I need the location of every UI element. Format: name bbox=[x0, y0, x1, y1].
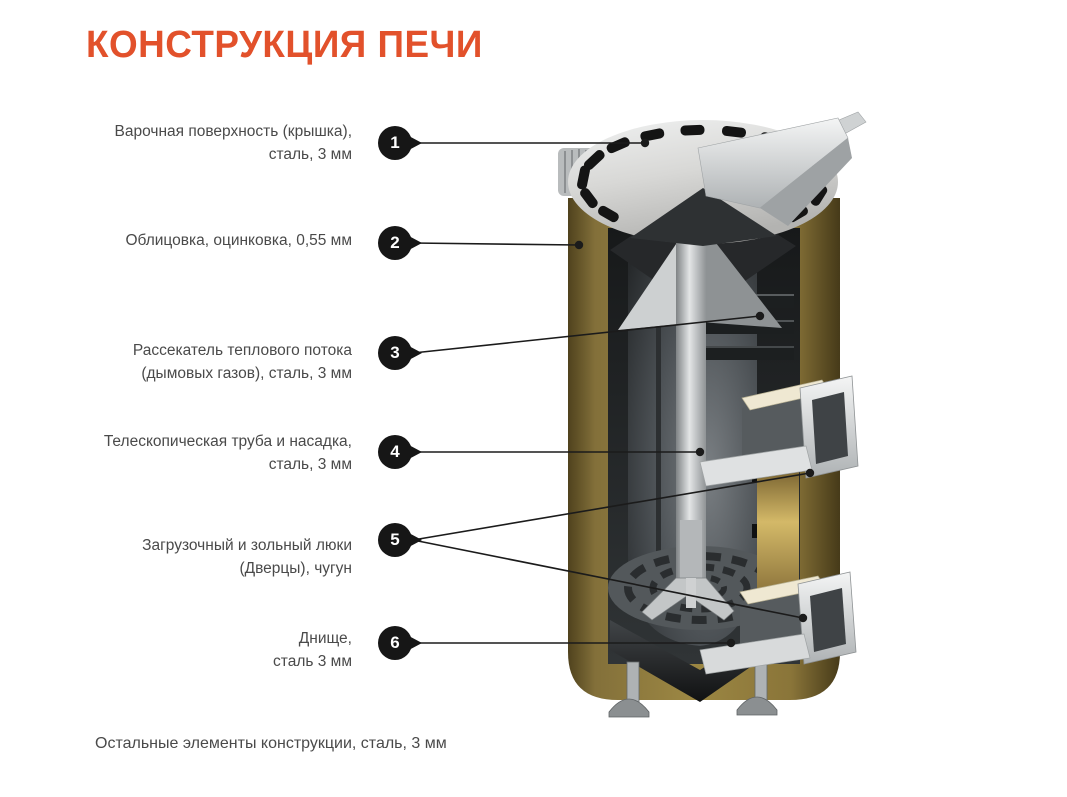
stove-lid bbox=[568, 120, 838, 246]
callout-badge-2: 2 bbox=[378, 226, 422, 260]
label-line: сталь, 3 мм bbox=[268, 146, 352, 163]
chimney-socket bbox=[558, 148, 602, 196]
grate bbox=[608, 546, 792, 630]
callout-label-3: Рассекатель теплового потока (дымовых га… bbox=[0, 339, 352, 385]
loading-door bbox=[699, 375, 859, 487]
heat-fins bbox=[690, 294, 794, 360]
bottom-plate bbox=[610, 606, 798, 702]
badge-number: 2 bbox=[390, 233, 400, 252]
casing-inner-glow bbox=[757, 462, 799, 612]
label-line: (дымовых газов), сталь, 3 мм bbox=[141, 365, 352, 382]
label-line: Рассекатель теплового потока bbox=[132, 342, 352, 359]
callout-badge-4: 4 bbox=[378, 435, 422, 469]
page-title: КОНСТРУКЦИЯ ПЕЧИ bbox=[86, 24, 483, 66]
telescopic-pipe bbox=[641, 206, 735, 621]
badge-number: 4 bbox=[390, 442, 400, 461]
label-line: сталь, 3 мм bbox=[268, 456, 352, 473]
label-line: сталь 3 мм bbox=[273, 653, 352, 670]
smoke-deflector-cone bbox=[610, 188, 796, 330]
badge-number: 1 bbox=[390, 133, 400, 152]
label-line: (Дверцы), чугун bbox=[239, 560, 352, 577]
lid-vent-holes bbox=[577, 124, 828, 223]
leader-dots bbox=[574, 138, 815, 648]
ash-door bbox=[699, 571, 857, 675]
badge-number: 5 bbox=[390, 530, 400, 549]
label-line: Телескопическая труба и насадка, bbox=[103, 433, 352, 450]
callout-label-1: Варочная поверхность (крышка), сталь, 3 … bbox=[0, 120, 352, 166]
callout-badge-5: 5 bbox=[378, 523, 422, 557]
label-line: Днище, bbox=[298, 630, 352, 647]
leader-lines bbox=[412, 142, 811, 644]
chimney-bracket bbox=[697, 111, 867, 226]
callout-badge-3: 3 bbox=[378, 336, 422, 370]
callout-label-6: Днище, сталь 3 мм bbox=[0, 627, 352, 673]
callout-label-2: Облицовка, оцинковка, 0,55 мм bbox=[0, 229, 352, 252]
callout-badge-6: 6 bbox=[378, 626, 422, 660]
footer-note: Остальные элементы конструкции, сталь, 3… bbox=[95, 735, 447, 752]
callout-badge-1: 1 bbox=[378, 126, 422, 160]
label-line: Варочная поверхность (крышка), bbox=[114, 123, 352, 140]
callout-label-5: Загрузочный и зольный люки (Дверцы), чуг… bbox=[0, 534, 352, 580]
callout-label-4: Телескопическая труба и насадка, сталь, … bbox=[0, 430, 352, 476]
stove-shell bbox=[568, 198, 840, 700]
label-line: Загрузочный и зольный люки bbox=[142, 537, 352, 554]
stove-interior bbox=[608, 228, 800, 664]
badge-number: 3 bbox=[390, 343, 400, 362]
legs bbox=[608, 657, 778, 718]
badge-number: 6 bbox=[390, 633, 400, 652]
label-line: Облицовка, оцинковка, 0,55 мм bbox=[125, 232, 352, 249]
